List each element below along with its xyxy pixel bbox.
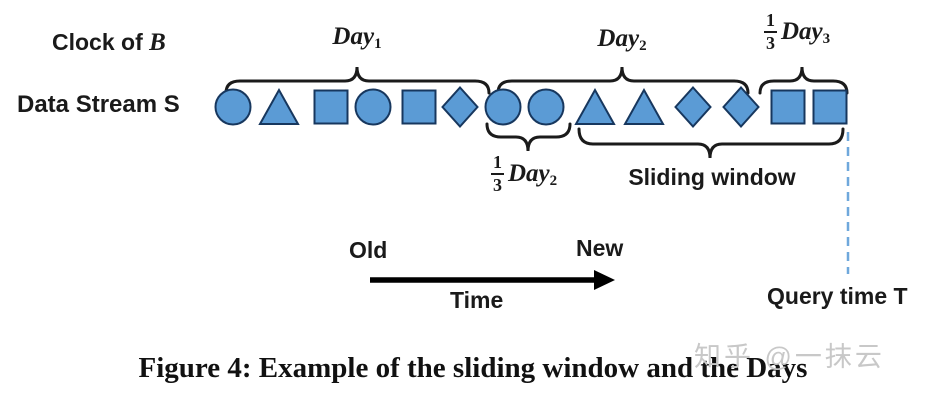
new-label: New xyxy=(576,235,624,261)
stream-shape-circle xyxy=(354,88,392,126)
one-third-day3-label: 1 3 Day3 xyxy=(764,10,830,53)
stream-shape-triangle xyxy=(623,87,665,125)
one-third-fraction: 1 3 xyxy=(491,152,504,195)
data-stream-label: Data Stream S xyxy=(17,91,180,118)
fraction-numerator: 1 xyxy=(493,152,502,172)
day1-word: Day xyxy=(332,23,375,50)
data-stream-shapes xyxy=(214,86,848,128)
stream-shape-diamond xyxy=(722,86,760,128)
day2-word: Day xyxy=(597,25,640,52)
stream-shape-diamond xyxy=(441,86,479,128)
stream-shape-square xyxy=(313,89,349,125)
stream-shape-square xyxy=(812,89,848,125)
day2-word: Day xyxy=(508,159,550,187)
day2-label: Day2 xyxy=(572,25,672,54)
day3-word: Day xyxy=(781,17,823,45)
sliding-window-label: Sliding window xyxy=(628,164,796,190)
stream-shape-square xyxy=(770,89,806,125)
day1-brace xyxy=(224,66,491,95)
day2-word-group: Day2 xyxy=(508,159,558,189)
stream-shape-circle xyxy=(214,88,252,126)
day3-brace xyxy=(758,66,849,95)
stream-shape-triangle xyxy=(574,87,616,125)
fraction-denominator: 3 xyxy=(764,30,777,53)
old-label: Old xyxy=(349,237,388,263)
one-third-day2-brace xyxy=(485,122,572,152)
day2-subscript: 2 xyxy=(639,38,647,54)
day3-subscript: 3 xyxy=(822,30,831,47)
clock-b-symbol: B xyxy=(149,29,166,56)
stream-shape-square xyxy=(401,89,437,125)
watermark: 知乎 @一抹云 xyxy=(694,342,885,372)
one-third-day2-label: 1 3 Day2 xyxy=(491,152,557,195)
clock-of-b-label: Clock of B xyxy=(52,29,166,57)
time-arrowhead-icon xyxy=(594,270,615,290)
stream-shape-circle xyxy=(484,88,522,126)
day1-label: Day1 xyxy=(307,23,407,52)
one-third-fraction: 1 3 xyxy=(764,10,777,53)
stream-shape-circle xyxy=(527,88,565,126)
day1-subscript: 1 xyxy=(374,36,382,52)
fraction-denominator: 3 xyxy=(491,172,504,195)
figure-caption: Figure 4: Example of the sliding window … xyxy=(138,352,808,384)
fraction-numerator: 1 xyxy=(766,10,775,30)
query-time-label: Query time T xyxy=(767,283,908,309)
stream-shape-triangle xyxy=(258,87,300,125)
sliding-window-brace xyxy=(577,127,845,159)
stream-shape-diamond xyxy=(674,86,712,128)
time-label: Time xyxy=(450,287,504,313)
clock-of-text: Clock of xyxy=(52,29,143,55)
day2-subscript: 2 xyxy=(549,172,558,189)
day3-word-group: Day3 xyxy=(781,17,831,47)
day2-brace xyxy=(496,66,750,95)
